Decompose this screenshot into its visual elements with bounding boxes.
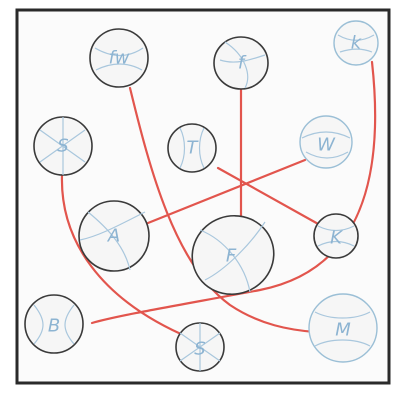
ball-label: F [226, 246, 237, 267]
ball-b[interactable]: B [25, 295, 83, 353]
ball-a[interactable]: A [79, 201, 149, 271]
ball-label: W [317, 135, 336, 156]
ball-f-top[interactable]: f [214, 37, 268, 89]
ball-label: fw [108, 48, 129, 69]
ball-fw[interactable]: fw [90, 29, 148, 87]
ball-m[interactable]: M [309, 294, 377, 362]
ball-label: A [107, 226, 120, 247]
ball-s-bottom[interactable]: S [176, 323, 224, 371]
ball-label: k [351, 33, 363, 54]
ball-label: S [57, 136, 68, 157]
ball-label: B [48, 316, 60, 337]
ball-s-left[interactable]: S [34, 117, 92, 175]
ball-label: K [330, 228, 343, 249]
ball-w[interactable]: W [300, 116, 352, 168]
ball-label: S [194, 339, 205, 360]
ball-k-top[interactable]: k [334, 21, 378, 65]
ball-k-right[interactable]: K [314, 214, 358, 258]
ball-t[interactable]: T [168, 124, 216, 172]
ball-label: M [335, 320, 351, 341]
